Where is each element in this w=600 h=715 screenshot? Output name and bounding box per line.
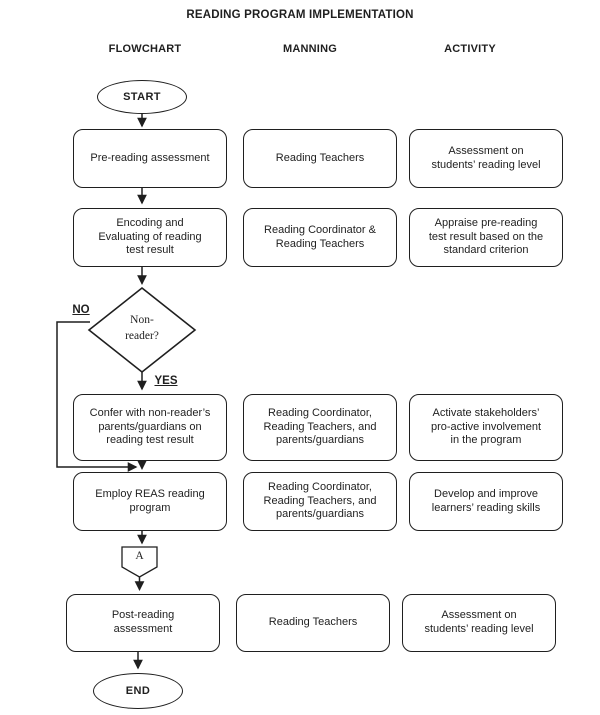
branch-label-yes: YES [154, 375, 178, 387]
column-header-manning: MANNING [283, 43, 337, 55]
activity-box-row4: Develop and improve learners’ reading sk… [409, 472, 563, 531]
column-header-flowchart: FLOWCHART [108, 43, 182, 55]
end-terminal: END [93, 673, 183, 709]
offpage-connector-shape [121, 546, 158, 578]
activity-box-row2: Appraise pre-reading test result based o… [409, 208, 563, 267]
process-employ-reas: Employ REAS reading program [73, 472, 227, 531]
manning-box-row2: Reading Coordinator & Reading Teachers [243, 208, 397, 267]
decision-diamond-shape [87, 286, 197, 374]
manning-box-row4: Reading Coordinator, Reading Teachers, a… [243, 472, 397, 531]
start-terminal: START [97, 80, 187, 114]
decision-non-reader-label: Non- reader? [125, 314, 159, 342]
column-header-activity: ACTIVITY [444, 43, 496, 55]
branch-label-no: NO [72, 304, 90, 316]
process-post-reading-assessment: Post-reading assessment [66, 594, 220, 652]
process-confer-parents: Confer with non-reader’s parents/guardia… [73, 394, 227, 461]
no-branch-path [56, 321, 138, 472]
manning-box-row3: Reading Coordinator, Reading Teachers, a… [243, 394, 397, 461]
activity-box-row3: Activate stakeholders’ pro-active involv… [409, 394, 563, 461]
process-pre-reading-assessment: Pre-reading assessment [73, 129, 227, 188]
activity-box-row5: Assessment on students’ reading level [402, 594, 556, 652]
offpage-connector-a-label: A [135, 550, 144, 562]
process-encoding-evaluating: Encoding and Evaluating of reading test … [73, 208, 227, 267]
manning-box-row5: Reading Teachers [236, 594, 390, 652]
activity-box-row1: Assessment on students’ reading level [409, 129, 563, 188]
page-title: READING PROGRAM IMPLEMENTATION [186, 9, 414, 21]
manning-box-row1: Reading Teachers [243, 129, 397, 188]
